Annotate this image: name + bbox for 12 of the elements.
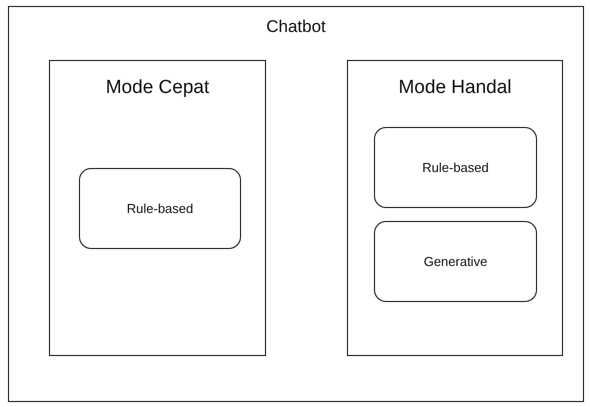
group-title: Chatbot xyxy=(266,17,326,37)
process-box xyxy=(374,127,537,208)
process-box xyxy=(79,168,241,249)
group-title: Mode Cepat xyxy=(106,77,210,99)
box-label: Generative xyxy=(424,254,488,269)
group-title: Mode Handal xyxy=(398,77,512,99)
box-label: Rule-based xyxy=(422,160,489,175)
mode-box xyxy=(347,60,563,356)
container-box xyxy=(8,6,584,402)
process-box xyxy=(374,221,537,302)
box-label: Rule-based xyxy=(126,201,194,216)
mode-box xyxy=(49,60,266,356)
